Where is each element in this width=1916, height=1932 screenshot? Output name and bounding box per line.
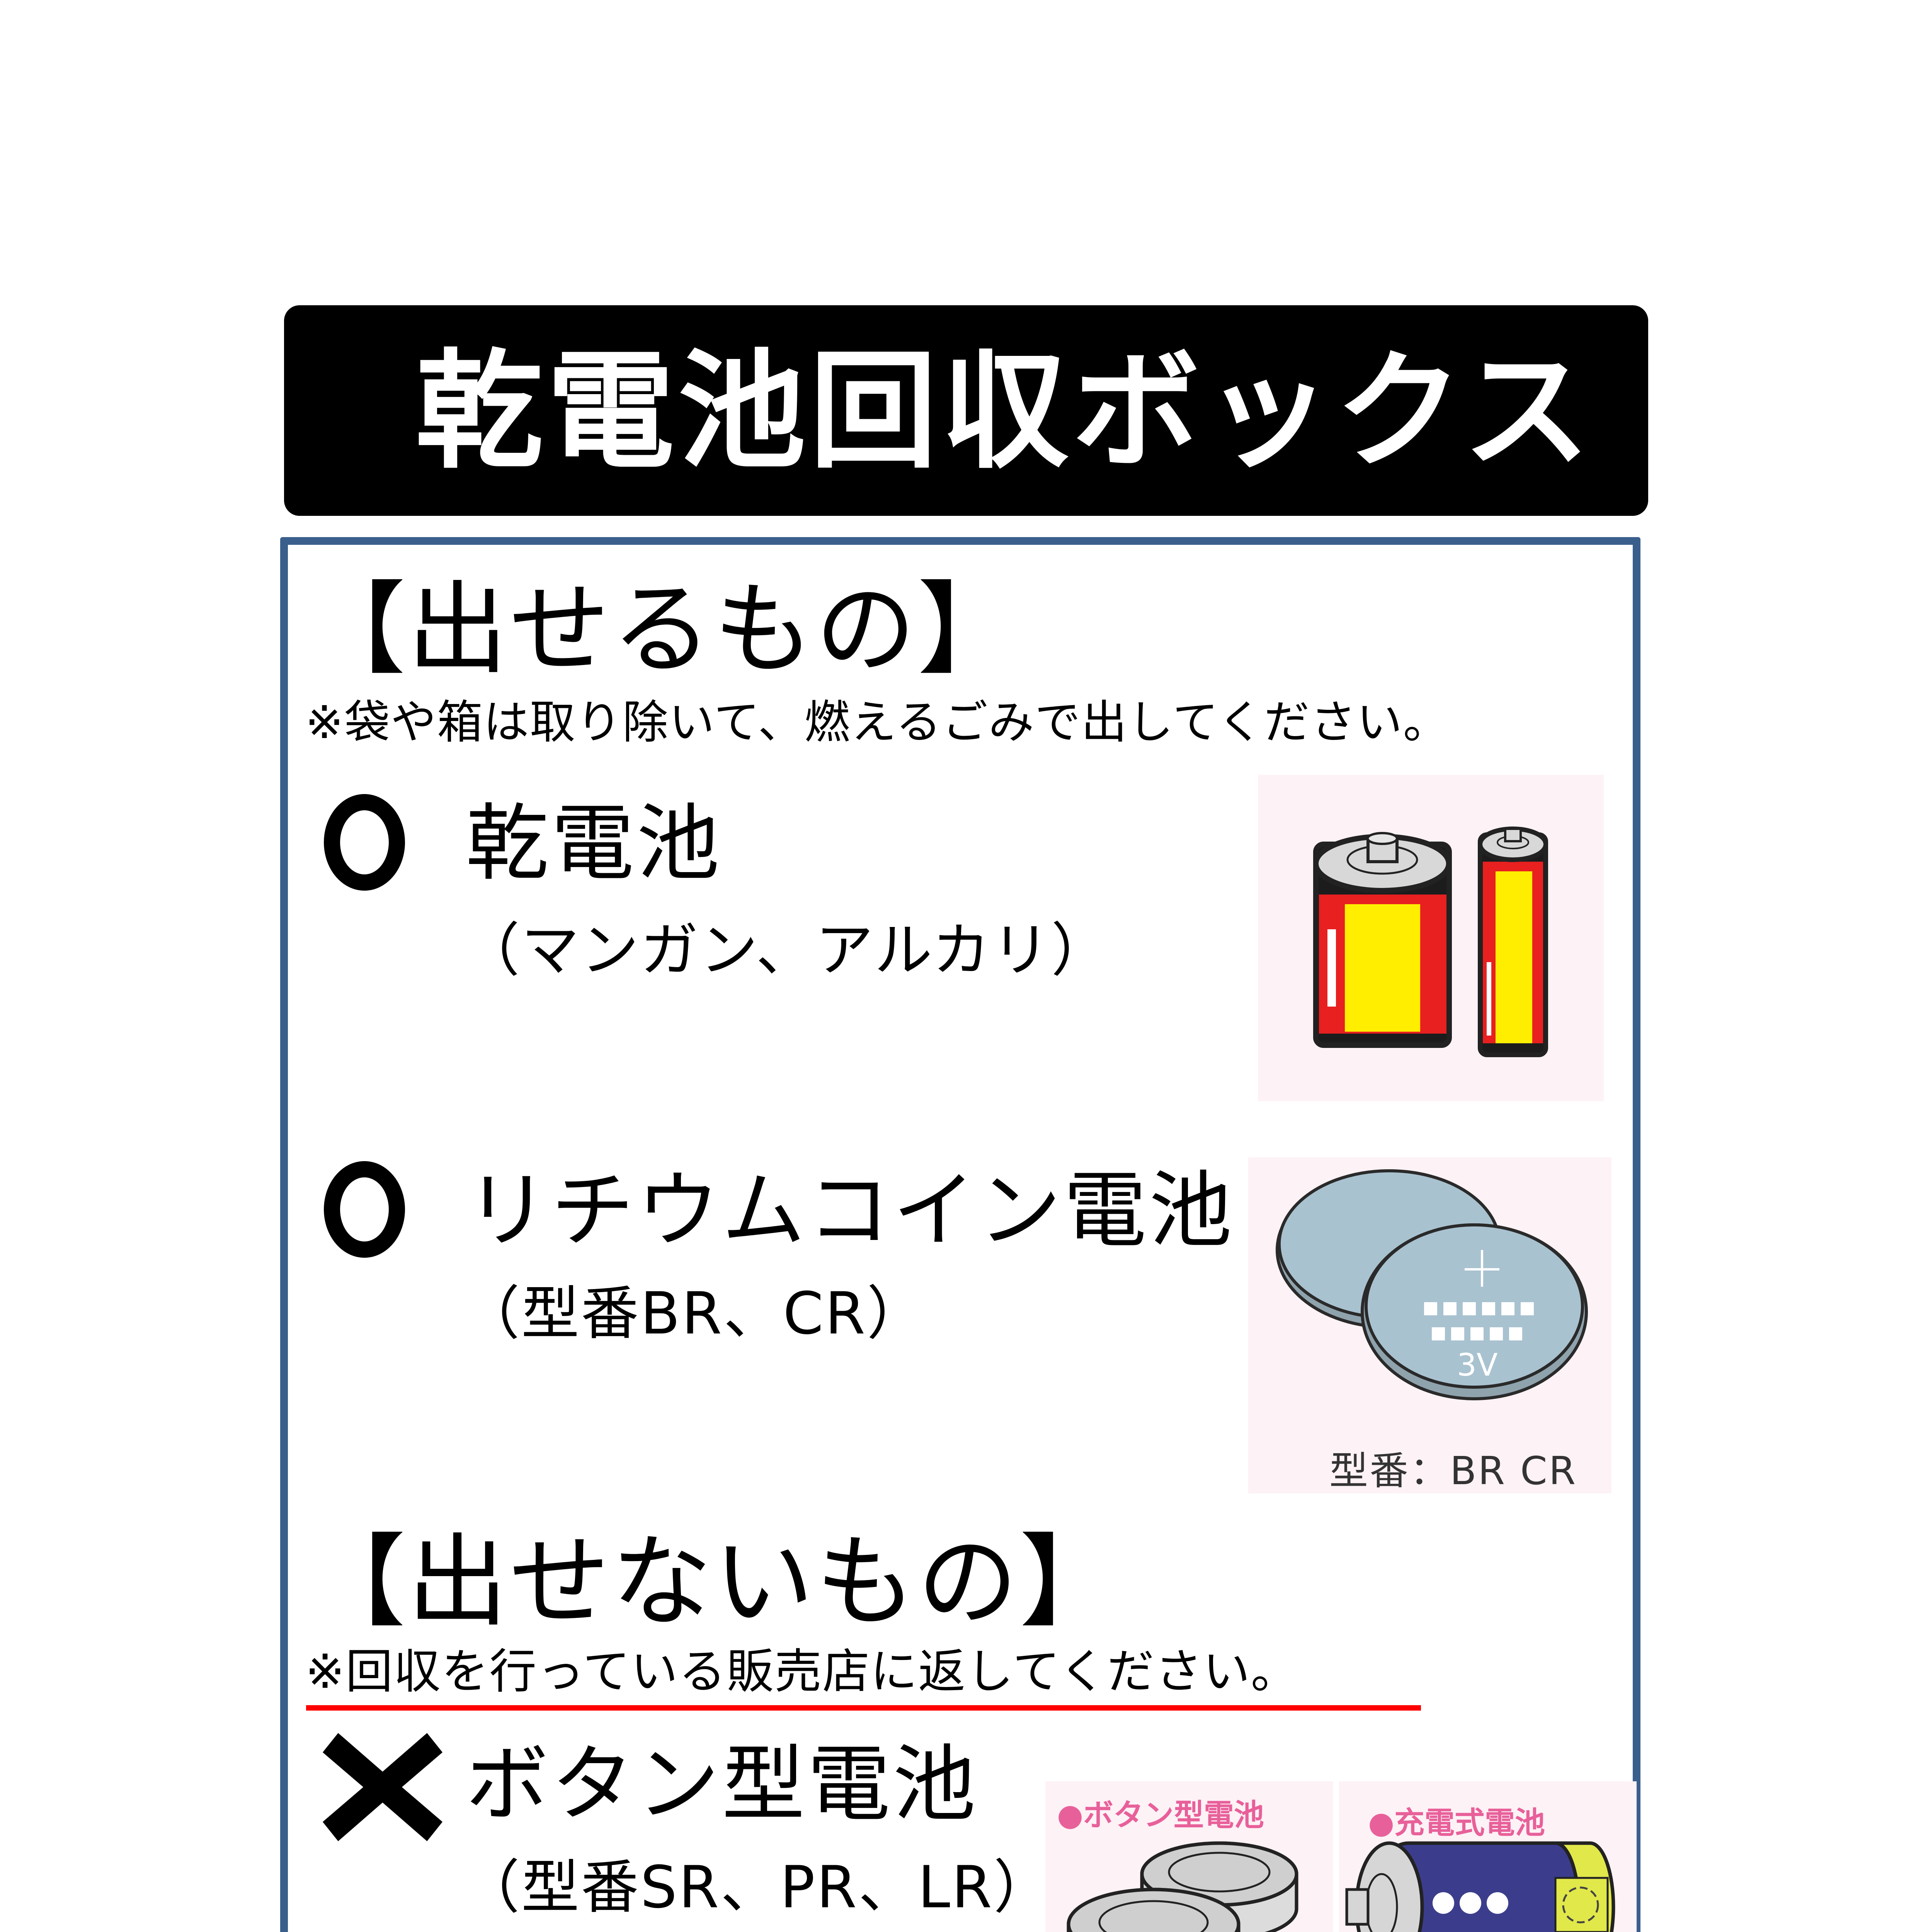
circle-mark-icon bbox=[324, 1161, 405, 1258]
red-underline bbox=[306, 1705, 1421, 1711]
accepted-note: ※袋や箱は取り除いて、燃えるごみで出してください。 bbox=[305, 696, 1450, 749]
rechargeable-cell-icon bbox=[1345, 1841, 1615, 1932]
rejected-heading: 【出せないもの】 bbox=[305, 1524, 1121, 1641]
button-cell-icon bbox=[1067, 1841, 1298, 1932]
accepted-item-sub: （マンガン、アルカリ） bbox=[462, 917, 1111, 984]
title-banner: 乾電池回収ボックス bbox=[284, 305, 1648, 516]
accepted-heading: 【出せるもの】 bbox=[305, 571, 1019, 688]
accepted-item-label: リチウムコイン電池 bbox=[466, 1162, 1234, 1259]
cross-mark-icon bbox=[323, 1733, 442, 1841]
recycle-icon bbox=[1562, 1886, 1599, 1923]
page-title: 乾電池回収ボックス bbox=[415, 337, 1594, 486]
button-cells-image: ●ボタン型電池 型番：SR PR LR bbox=[1045, 1781, 1333, 1932]
rejected-item-sub: （型番SR、PR、LR） bbox=[462, 1854, 1053, 1921]
voltage-label: 3V bbox=[1457, 1347, 1498, 1383]
circle-mark-icon bbox=[324, 794, 405, 891]
rejected-note: ※回収を行っている販売店に返してください。 bbox=[305, 1644, 1299, 1699]
rejected-item-label: ボタン型電池 bbox=[466, 1736, 978, 1833]
image-title: ●充電式電池 bbox=[1368, 1806, 1545, 1840]
image-title: ●ボタン型電池 bbox=[1057, 1798, 1264, 1833]
accepted-item-label: 乾電池 bbox=[466, 795, 722, 892]
dry-cell-icon bbox=[1313, 827, 1548, 1057]
coin-cell-icon: 3V bbox=[1276, 1169, 1588, 1400]
rechargeable-battery-image: ●充電式電池 bbox=[1339, 1781, 1637, 1932]
accepted-item-sub: （型番BR、CR） bbox=[462, 1280, 927, 1347]
lithium-coin-cells-image: 3V 型番：BR CR bbox=[1248, 1157, 1611, 1493]
dry-cell-batteries-image bbox=[1258, 775, 1604, 1101]
image-caption: 型番：BR CR bbox=[1329, 1448, 1577, 1493]
